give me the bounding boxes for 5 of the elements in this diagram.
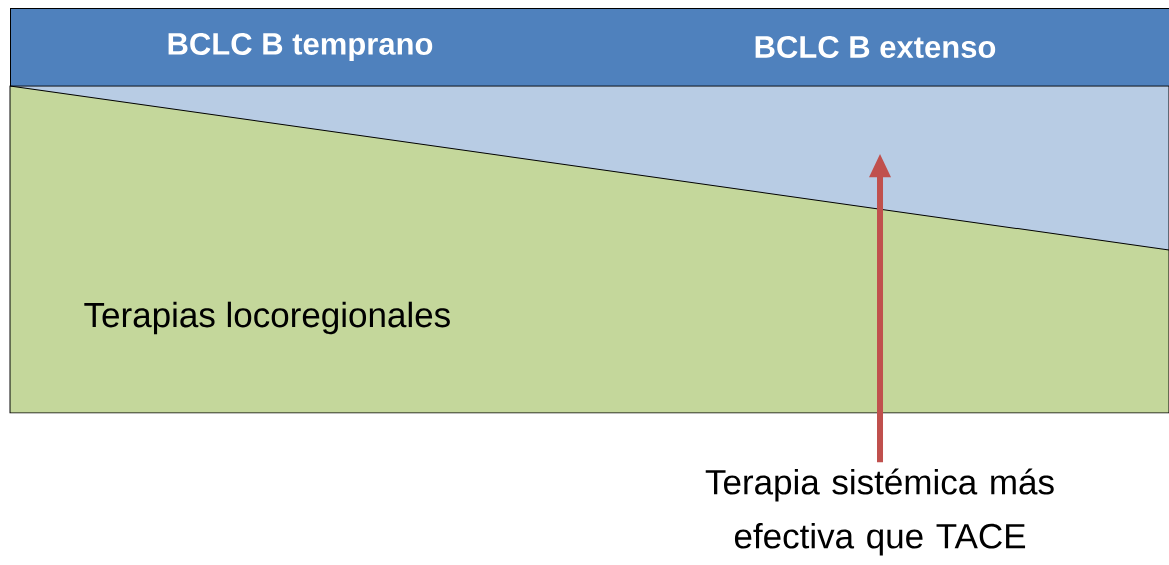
header-band [10,8,1169,87]
column-heading: BCLC B extenso [755,36,996,58]
annotation-text: Terapia sistémica más efectiva que TACE [705,468,1054,556]
column-heading: BCLC B temprano [168,32,433,62]
region-label: Terapias locoregionales [84,301,450,335]
